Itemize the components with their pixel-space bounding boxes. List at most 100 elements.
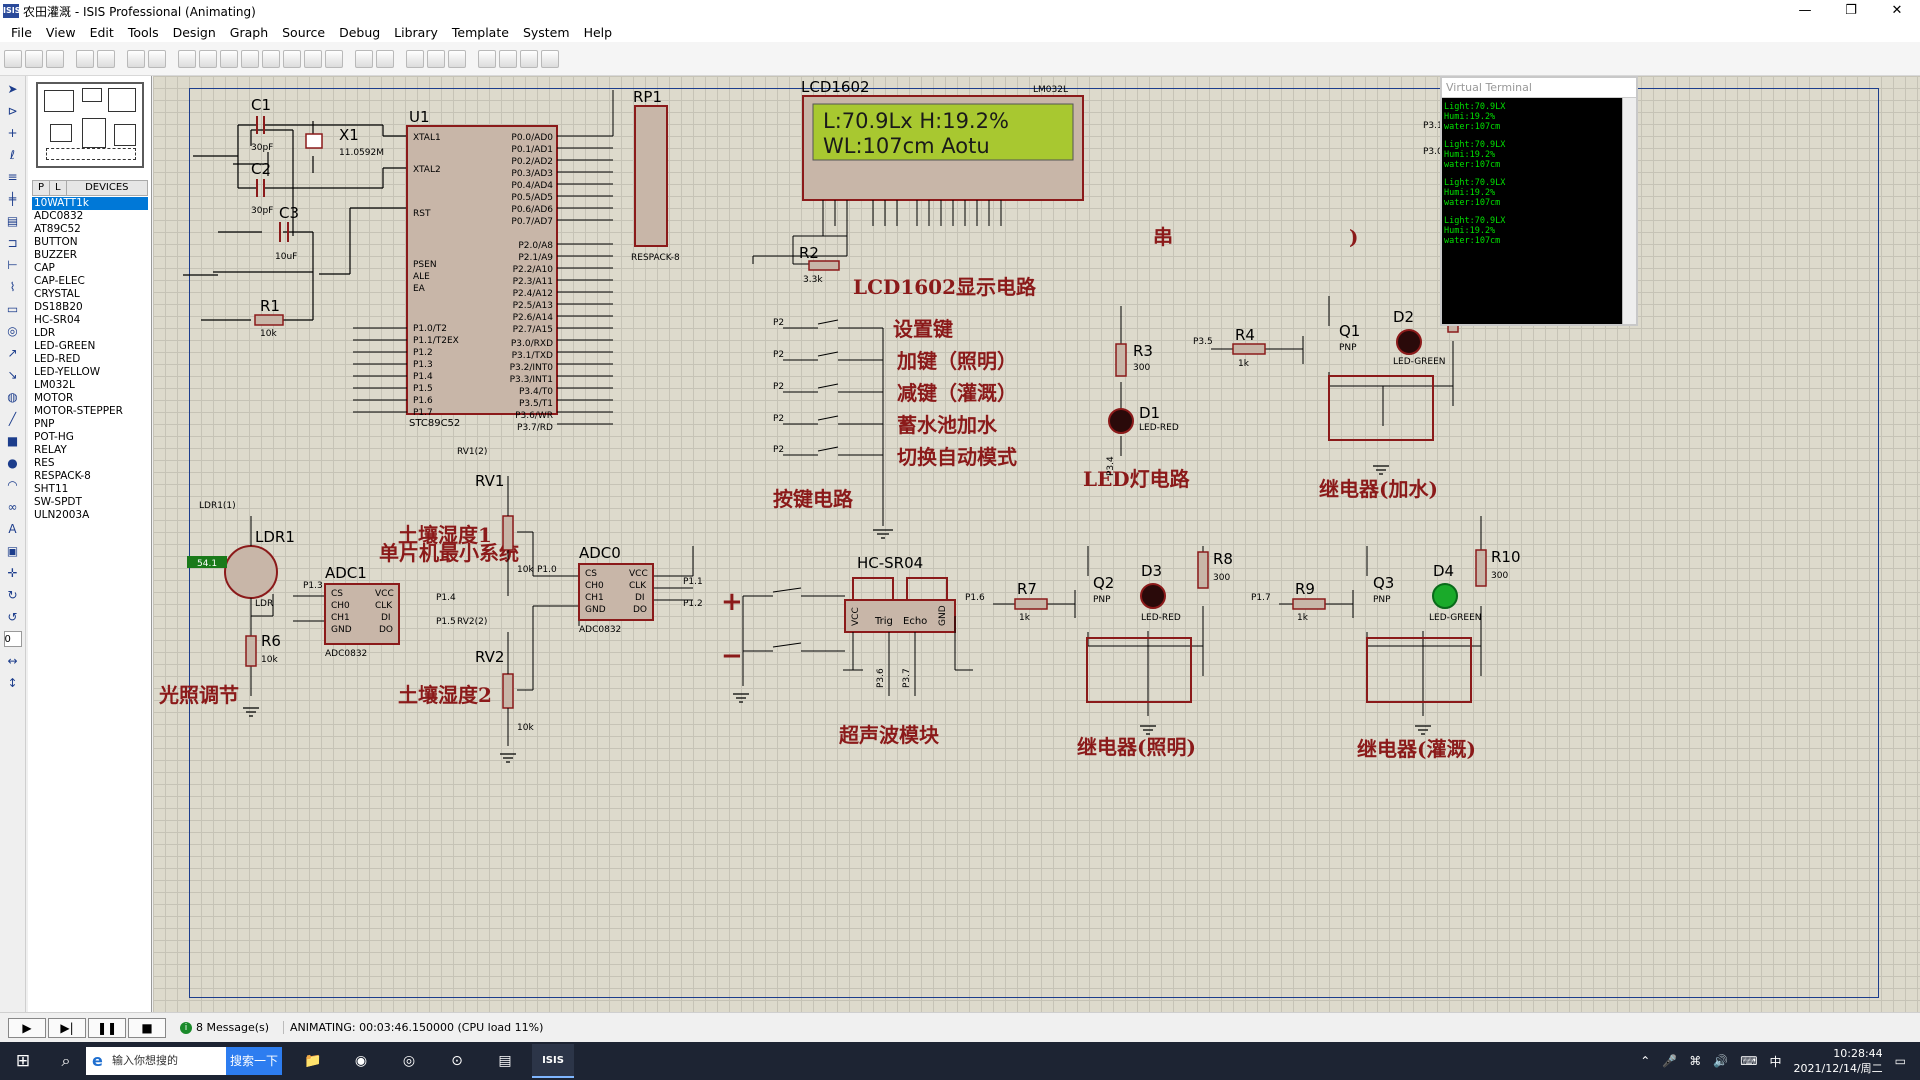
device-item[interactable]: DS18B20	[34, 301, 83, 313]
device-item[interactable]: MOTOR	[34, 392, 74, 404]
device-item[interactable]: LED-RED	[34, 353, 81, 365]
export-button[interactable]	[97, 50, 115, 68]
junction-dot-icon[interactable]: +	[7, 126, 18, 140]
menu-file[interactable]: File	[11, 24, 32, 40]
pick-devices-tab[interactable]: P	[33, 181, 51, 195]
device-item[interactable]: RELAY	[34, 444, 67, 456]
menu-design[interactable]: Design	[172, 24, 216, 40]
network-icon[interactable]: ⌘	[1689, 1054, 1702, 1068]
device-item[interactable]: LM032L	[34, 379, 75, 391]
device-item[interactable]: MOTOR-STEPPER	[34, 405, 123, 417]
minimize-button[interactable]: —	[1798, 3, 1812, 18]
virtual-instrument-icon[interactable]: ◍	[7, 390, 18, 404]
copy-button[interactable]	[427, 50, 445, 68]
menu-tools[interactable]: Tools	[127, 24, 159, 40]
mirror-horizontal-icon[interactable]: ↔	[7, 654, 18, 668]
device-item[interactable]: SW-SPDT	[34, 496, 82, 508]
menu-debug[interactable]: Debug	[339, 24, 381, 40]
terminal-icon[interactable]: ⊐	[7, 236, 18, 250]
device-item[interactable]: 10WATT1k	[32, 197, 148, 210]
menu-system[interactable]: System	[522, 24, 570, 40]
pause-button[interactable]: ❚❚	[88, 1017, 126, 1038]
subcircuit-icon[interactable]: ▤	[6, 214, 19, 228]
paste-button[interactable]	[448, 50, 466, 68]
grid-toggle-button[interactable]	[199, 50, 217, 68]
library-tab[interactable]: L	[50, 181, 67, 195]
taskbar-search-input[interactable]: 输入你想搜的	[86, 1047, 226, 1075]
menu-help[interactable]: Help	[583, 24, 613, 40]
arc-icon[interactable]: ◠	[7, 478, 18, 492]
device-item[interactable]: AT89C52	[34, 223, 81, 235]
voltage-probe-icon[interactable]: ↗	[7, 346, 18, 360]
browser-360-icon[interactable]: ◎	[402, 1053, 416, 1069]
wire-label-icon[interactable]: ℓ	[10, 148, 15, 162]
search-icon[interactable]: ⌕	[61, 1051, 71, 1070]
block-move-button[interactable]	[499, 50, 517, 68]
print-button[interactable]	[127, 50, 145, 68]
marker-icon[interactable]: ✛	[7, 566, 18, 580]
line-icon[interactable]: ╱	[8, 412, 17, 426]
device-item[interactable]: BUTTON	[34, 236, 78, 248]
component-mode-icon[interactable]: ⊳	[7, 104, 18, 118]
close-button[interactable]: ✕	[1891, 3, 1903, 18]
keyboard-icon[interactable]: ⌨	[1740, 1054, 1758, 1068]
generator-icon[interactable]: ◎	[7, 324, 18, 338]
device-item[interactable]: RESPACK-8	[34, 470, 91, 482]
block-copy-button[interactable]	[478, 50, 496, 68]
clock[interactable]: 10:28:44 2021/12/14/周二	[1794, 1046, 1883, 1076]
device-item[interactable]: POT-HG	[34, 431, 74, 443]
box-icon[interactable]: ■	[6, 434, 19, 448]
circle-icon[interactable]: ●	[7, 456, 18, 470]
device-item[interactable]: CRYSTAL	[34, 288, 80, 300]
block-rotate-button[interactable]	[520, 50, 538, 68]
device-item[interactable]: ADC0832	[34, 210, 84, 222]
origin-button[interactable]	[220, 50, 238, 68]
cut-button[interactable]	[406, 50, 424, 68]
step-button[interactable]: ▶|	[48, 1017, 86, 1038]
presentation-app-icon[interactable]: ▤	[498, 1053, 512, 1069]
file-explorer-icon[interactable]: 📁	[304, 1053, 322, 1069]
stop-button[interactable]: ■	[128, 1017, 166, 1038]
rotate-ccw-icon[interactable]: ↺	[7, 610, 18, 624]
pan-button[interactable]	[241, 50, 259, 68]
device-item[interactable]: BUZZER	[34, 249, 78, 261]
zoom-all-button[interactable]	[304, 50, 322, 68]
app-icon[interactable]: ⊙	[451, 1053, 463, 1069]
menu-edit[interactable]: Edit	[89, 24, 114, 40]
zoom-area-button[interactable]	[325, 50, 343, 68]
taskbar-search-button[interactable]: 搜索一下	[226, 1047, 282, 1075]
print-area-button[interactable]	[148, 50, 166, 68]
menu-library[interactable]: Library	[394, 24, 438, 40]
ime-indicator[interactable]: 中	[1769, 1054, 1782, 1069]
microphone-icon[interactable]: 🎤	[1662, 1054, 1678, 1068]
new-file-button[interactable]	[4, 50, 22, 68]
selection-mode-icon[interactable]: ➤	[7, 82, 18, 96]
restore-button[interactable]: ❐	[1845, 3, 1857, 18]
block-delete-button[interactable]	[541, 50, 559, 68]
mirror-vertical-icon[interactable]: ↕	[7, 676, 18, 690]
message-count[interactable]: i 8 Message(s)	[180, 1021, 269, 1034]
overview-window[interactable]	[36, 82, 144, 168]
import-button[interactable]	[76, 50, 94, 68]
volume-icon[interactable]: 🔊	[1713, 1054, 1729, 1068]
device-item[interactable]: RES	[34, 457, 55, 469]
device-item[interactable]: CAP	[34, 262, 55, 274]
graph-icon[interactable]: ⌇	[9, 280, 16, 294]
menu-view[interactable]: View	[45, 24, 76, 40]
isis-taskbar-icon[interactable]: ISIS	[532, 1044, 574, 1078]
rotate-cw-icon[interactable]: ↻	[7, 588, 18, 602]
redraw-button[interactable]	[178, 50, 196, 68]
menu-template[interactable]: Template	[451, 24, 509, 40]
edge-browser-icon[interactable]: ◉	[354, 1053, 368, 1069]
tape-recorder-icon[interactable]: ▭	[6, 302, 19, 316]
zoom-out-button[interactable]	[283, 50, 301, 68]
device-item[interactable]: HC-SR04	[34, 314, 81, 326]
menu-graph[interactable]: Graph	[229, 24, 269, 40]
open-file-button[interactable]	[25, 50, 43, 68]
device-pin-icon[interactable]: ⊢	[7, 258, 18, 272]
windows-start-icon[interactable]: ⊞	[15, 1051, 31, 1071]
play-button[interactable]: ▶	[8, 1017, 46, 1038]
terminal-scrollbar[interactable]	[1622, 98, 1636, 324]
bus-icon[interactable]: ╪	[8, 192, 17, 206]
undo-button[interactable]	[355, 50, 373, 68]
